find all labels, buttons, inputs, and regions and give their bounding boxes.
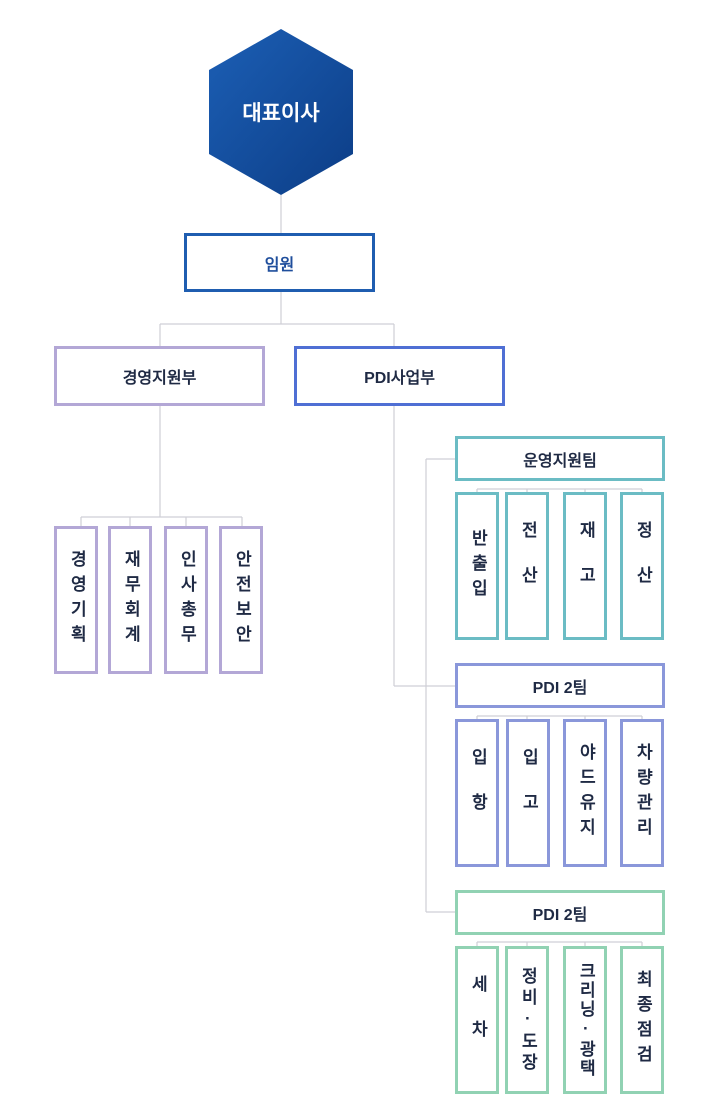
team-pdi-2-b: PDI 2팀 [455, 890, 665, 935]
management-unit-planning: 경영기획 [54, 526, 98, 674]
team3-unit-washing: 세차 [455, 946, 499, 1094]
team1-unit-in-out: 반출입 [455, 492, 499, 640]
management-unit-finance: 재무회계 [108, 526, 152, 674]
team3-unit-cleaning-polish: 크리닝·광택 [563, 946, 607, 1094]
hexagon-shape [209, 29, 353, 195]
team3-unit-repair-paint: 정비·도장 [505, 946, 549, 1094]
team1-unit-inventory: 재고 [563, 492, 607, 640]
management-unit-security: 안전보안 [219, 526, 263, 674]
team2-unit-arrival: 입항 [455, 719, 499, 867]
team2-unit-receiving: 입고 [506, 719, 550, 867]
management-division-node: 경영지원부 [54, 346, 265, 406]
team1-unit-settlement: 정산 [620, 492, 664, 640]
ceo-node: 대표이사 [209, 29, 353, 195]
team2-unit-vehicle-management: 차량관리 [620, 719, 664, 867]
management-unit-hr: 인사총무 [164, 526, 208, 674]
ceo-label: 대표이사 [242, 102, 320, 125]
team3-unit-final-inspection: 최종점검 [620, 946, 664, 1094]
executive-node: 임원 [184, 233, 375, 292]
team-pdi-2-a: PDI 2팀 [455, 663, 665, 708]
team-operations-support: 운영지원팀 [455, 436, 665, 481]
pdi-division-node: PDI사업부 [294, 346, 505, 406]
team1-unit-it: 전산 [505, 492, 549, 640]
team2-unit-yard: 야드유지 [563, 719, 607, 867]
